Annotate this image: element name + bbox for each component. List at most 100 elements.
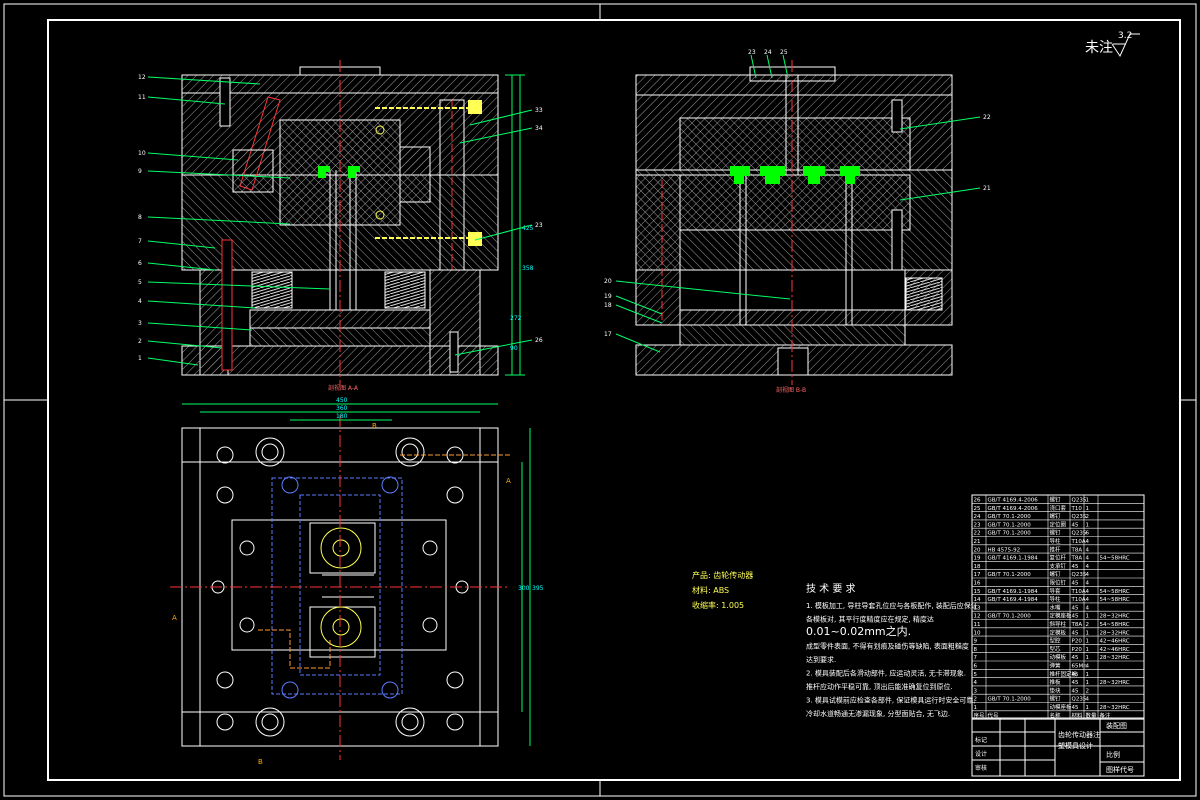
tb-row-2: 设计 xyxy=(975,750,987,758)
dim-a-2: 358 xyxy=(522,265,534,272)
plan-dim-right2: 300 xyxy=(518,585,530,592)
bom-cell-mat: 45 xyxy=(1072,614,1079,620)
callout-a-4: 4 xyxy=(138,298,142,305)
bom-cell-name: 螺钉 xyxy=(1050,529,1062,537)
tech-req-line: 各模板对, 其平行度精度应在规定, 精度达 xyxy=(806,615,934,624)
bom-cell-qty: 1 xyxy=(1086,498,1090,504)
bom-cell-no: 3 xyxy=(974,688,978,694)
bom-header-code: 代号 xyxy=(988,711,1000,719)
bom-cell-name: 推杆 xyxy=(1050,545,1062,553)
tech-req-line: 成型零件表面, 不得有划痕及碰伤等缺陷, 表面粗糙度 xyxy=(806,642,969,651)
drawing-code: 图样代号 xyxy=(1106,765,1134,774)
callout-b-17: 17 xyxy=(604,331,612,338)
bom-cell-name: 水嘴 xyxy=(1050,603,1062,611)
bom-cell-qty: 4 xyxy=(1086,589,1090,595)
bom-cell-no: 1 xyxy=(974,705,978,711)
bom-cell-mat: 45 xyxy=(1072,655,1079,661)
bom-cell-code: GB/T 70.1-2000 xyxy=(988,531,1032,537)
tech-req-line: 1. 模板加工, 导柱导套孔位应与各板配作, 装配后应保证 xyxy=(806,601,978,610)
callout-a-34: 34 xyxy=(535,125,543,132)
bom-cell-no: 18 xyxy=(974,564,981,570)
tech-requirements-title: 技 术 要 求 xyxy=(806,582,856,595)
bom-cell-no: 23 xyxy=(974,522,981,528)
bom-cell-no: 24 xyxy=(974,514,981,520)
bom-cell-mat: 45 xyxy=(1072,680,1079,686)
bom-cell-name: 支承钉 xyxy=(1050,562,1067,570)
section-a-label: 剖视图 A-A xyxy=(328,384,359,392)
bom-cell-code: GB/T 70.1-2000 xyxy=(988,572,1032,578)
bom-cell-note: 28~32HRC xyxy=(1100,705,1130,711)
bom-cell-name: 导套 xyxy=(1050,587,1062,595)
plan-mark-a-left: A xyxy=(172,614,177,622)
callout-b-23: 23 xyxy=(748,49,756,56)
bom-cell-qty: 2 xyxy=(1086,622,1090,628)
callout-a-12: 12 xyxy=(138,74,146,81)
bom-cell-code: GB/T 4169.1-1984 xyxy=(988,589,1039,595)
bom-cell-mat: P20 xyxy=(1072,647,1083,653)
bom-cell-note: 28~32HRC xyxy=(1100,655,1130,661)
bom-cell-note: 54~58HRC xyxy=(1100,556,1130,562)
callout-a-33: 33 xyxy=(535,107,543,114)
drawing-name: 装配图 xyxy=(1106,721,1127,730)
bom-cell-mat: 45 xyxy=(1072,605,1079,611)
bom-cell-qty: 4 xyxy=(1086,547,1090,553)
bom-cell-qty: 6 xyxy=(1086,531,1090,537)
bom-cell-name: 定模座板 xyxy=(1050,612,1073,620)
bom-cell-mat: 45 xyxy=(1072,688,1079,694)
bom-cell-note: 28~32HRC xyxy=(1100,680,1130,686)
callout-b-19: 19 xyxy=(604,293,612,300)
product-info: 产品: 齿轮传动器 材料: ABS 收缩率: 1.005 xyxy=(692,570,753,610)
bom-cell-qty: 1 xyxy=(1086,639,1090,645)
bom-cell-no: 21 xyxy=(974,539,981,545)
bom-header-mat: 材料 xyxy=(1072,711,1084,719)
title-line-2: 塑模具设计 xyxy=(1058,741,1093,750)
bom-cell-note: 54~58HRC xyxy=(1100,622,1130,628)
bom-cell-mat: Q235 xyxy=(1072,531,1087,537)
bom-cell-no: 20 xyxy=(974,547,981,553)
bom-cell-qty: 4 xyxy=(1086,581,1090,587)
callout-b-24: 24 xyxy=(764,49,772,56)
bom-cell-mat: T8A xyxy=(1071,622,1083,628)
bom-cell-qty: 2 xyxy=(1086,514,1090,520)
bom-cell-qty: 1 xyxy=(1086,630,1090,636)
bom-cell-code: GB/T 4169.4-2006 xyxy=(988,506,1039,512)
bom-cell-name: 导柱 xyxy=(1050,537,1062,545)
bom-cell-name: 斜导柱 xyxy=(1050,620,1067,628)
bom-cell-qty: 4 xyxy=(1086,539,1090,545)
bom-cell-no: 10 xyxy=(974,630,981,636)
bom-cell-name: 螺钉 xyxy=(1050,512,1062,520)
tech-req-line: 冷却水道畅通无渗漏现象, 分型面贴合, 无飞边. xyxy=(806,709,950,718)
bom-cell-name: 型腔 xyxy=(1050,637,1062,645)
plan-mark-a-right: A xyxy=(506,477,511,485)
bom-cell-no: 14 xyxy=(974,597,981,603)
bom-cell-code: GB/T 70.1-2000 xyxy=(988,522,1032,528)
bom-cell-no: 6 xyxy=(974,664,978,670)
product-line-2: 材料: ABS xyxy=(692,585,729,595)
bom-cell-name: 螺钉 xyxy=(1050,570,1062,578)
plan-dim-top2: 360 xyxy=(336,405,348,412)
tech-req-line: 3. 模具试模前应检查各部件, 保证模具运行时安全可靠, xyxy=(806,696,976,705)
callout-b-22: 22 xyxy=(983,114,991,121)
bom-cell-name: 定位圈 xyxy=(1050,520,1067,528)
bom-cell-name: 复位杆 xyxy=(1050,554,1067,562)
bom-cell-qty: 1 xyxy=(1086,655,1090,661)
callout-a-3: 3 xyxy=(138,320,142,327)
bom-cell-qty: 1 xyxy=(1086,680,1090,686)
bom-cell-qty: 4 xyxy=(1086,572,1090,578)
bom-cell-name: 动模座板 xyxy=(1050,703,1073,711)
plan-dim-top1: 450 xyxy=(336,397,348,404)
bom-header-note: 备注 xyxy=(1100,711,1112,719)
plan-view xyxy=(170,403,531,760)
callout-a-8: 8 xyxy=(138,214,142,221)
tech-req-line: 推杆应动作平稳可靠, 顶出后能准确复位到原位. xyxy=(806,682,953,691)
bom-cell-no: 17 xyxy=(974,572,981,578)
bom-cell-code: GB/T 70.1-2000 xyxy=(988,514,1032,520)
bom-cell-mat: Q235 xyxy=(1072,514,1087,520)
tech-req-line: 2. 模具装配后各滑动部件, 应运动灵活, 无卡滞现象. xyxy=(806,669,966,678)
callout-a-23: 23 xyxy=(535,222,543,229)
bom-header-name: 名称 xyxy=(1050,711,1062,719)
plan-mark-b-bottom: B xyxy=(258,758,263,766)
bom-cell-no: 12 xyxy=(974,614,981,620)
bom-cell-mat: T8A xyxy=(1071,556,1083,562)
